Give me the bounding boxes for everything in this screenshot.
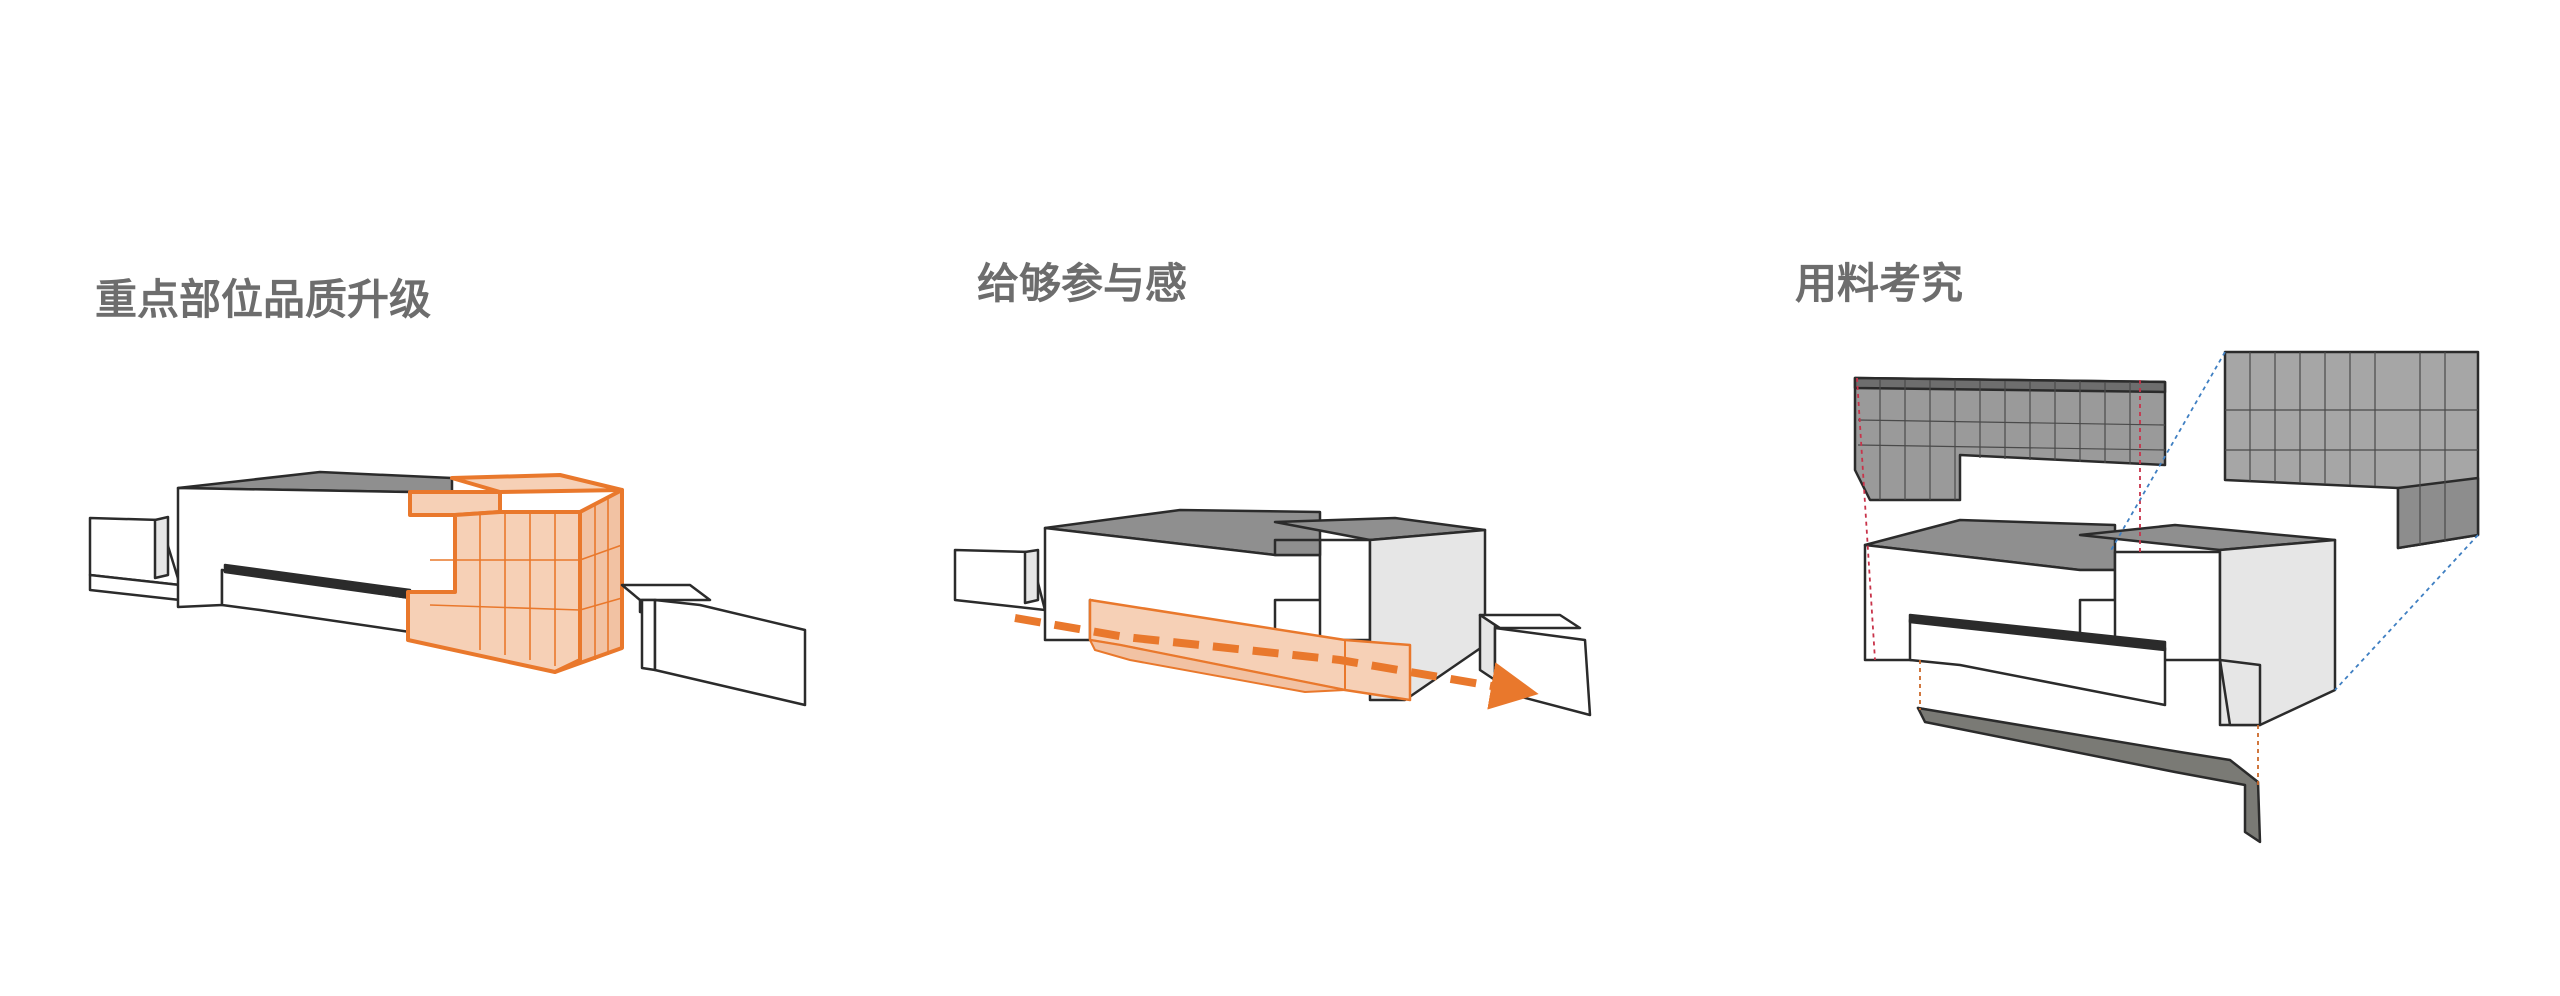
guide-lines xyxy=(1856,351,2479,785)
right-wing xyxy=(620,583,807,707)
main-block xyxy=(1863,518,2337,727)
diagram-materials xyxy=(1853,350,2480,844)
cladding-panel-right xyxy=(2223,350,2480,550)
left-wing xyxy=(88,515,182,602)
paving-panel xyxy=(1916,706,2262,844)
right-wing xyxy=(1478,613,1592,717)
main-block xyxy=(176,470,457,634)
cladding-panel-left xyxy=(1853,376,2167,502)
panel-title-materials: 用料考究 xyxy=(1795,259,1964,308)
circulation-arrow xyxy=(1014,614,1539,710)
diagram-quality-upgrade xyxy=(88,470,807,707)
highlight-passage xyxy=(1088,598,1412,702)
diagram-participation xyxy=(953,508,1592,717)
panel-title-quality-upgrade: 重点部位品质升级 xyxy=(95,275,432,324)
left-wing xyxy=(953,548,1047,612)
panel-title-participation: 给够参与感 xyxy=(977,259,1188,308)
highlight-cube xyxy=(406,473,624,674)
